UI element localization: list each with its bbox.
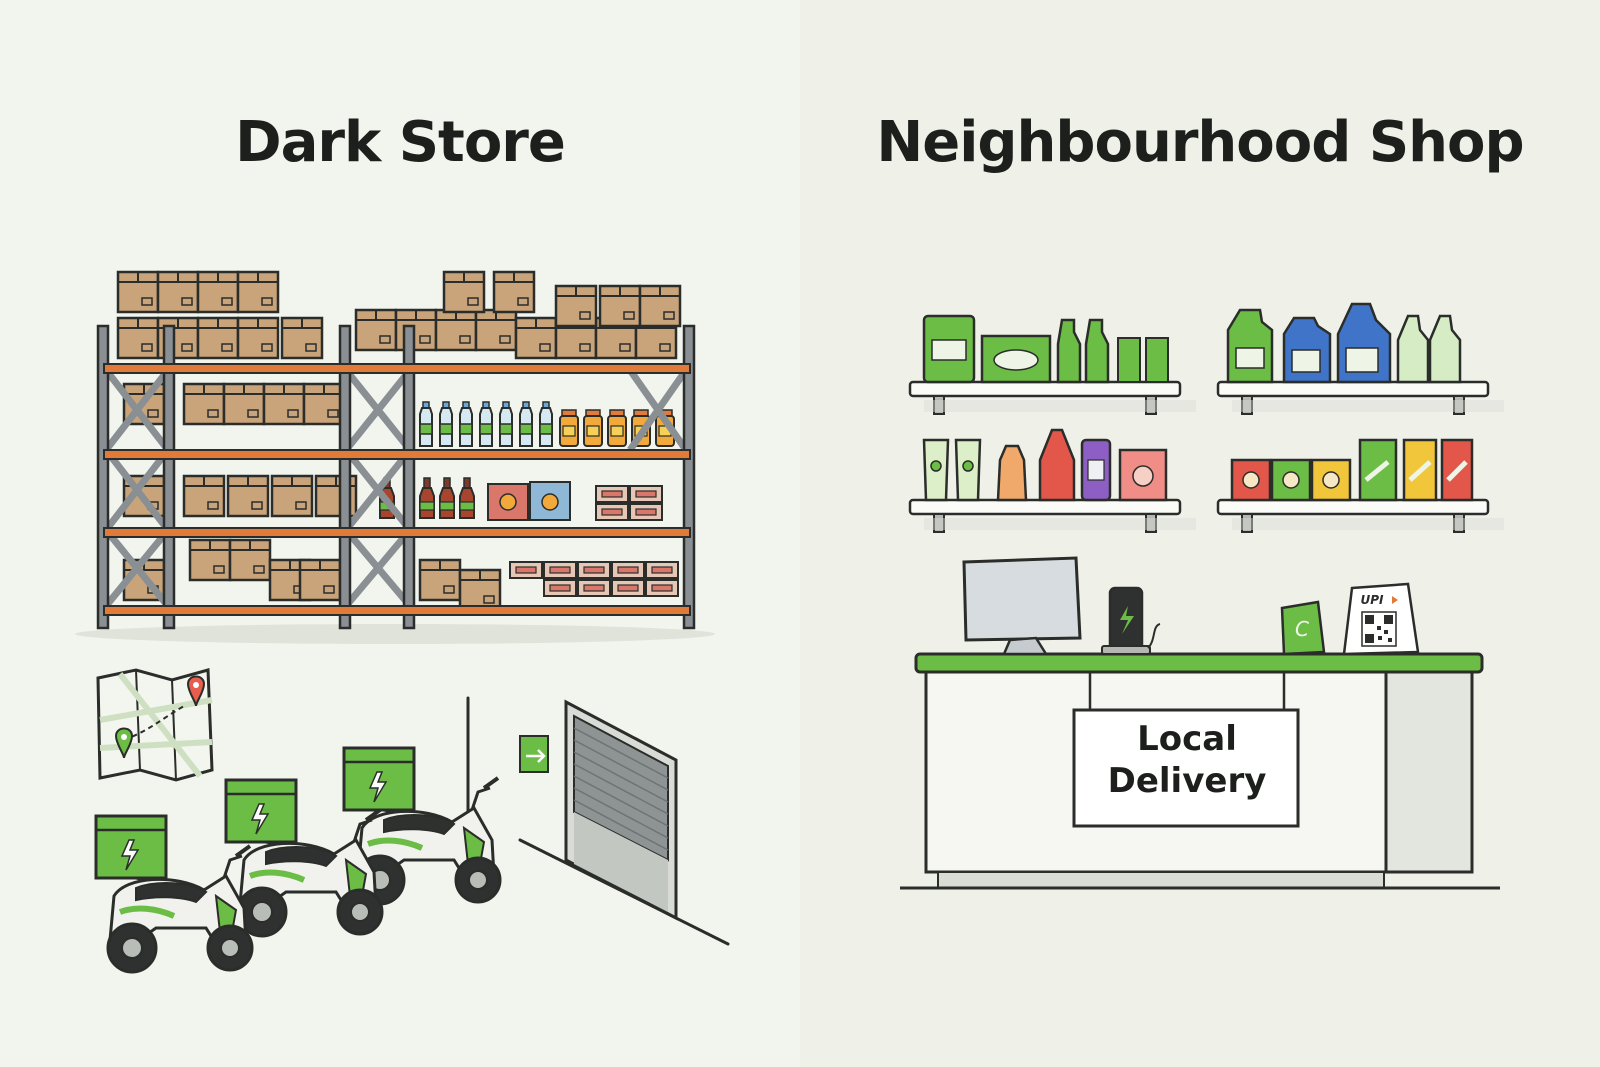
delivery-scooters xyxy=(96,748,500,972)
local-delivery-sign-text: Local Delivery xyxy=(1076,718,1298,802)
monitor-icon xyxy=(962,556,1082,656)
dark-store-title: Dark Store xyxy=(235,110,566,175)
qr-code-icon xyxy=(1361,611,1397,647)
card-reader: C xyxy=(1280,600,1326,656)
garage-door xyxy=(518,699,730,946)
upi-stand: UPI xyxy=(1342,582,1420,656)
local-delivery-sign xyxy=(1072,672,1300,828)
rack-bracing xyxy=(103,367,689,609)
rack-uprights xyxy=(96,324,696,630)
exit-sign-icon xyxy=(519,735,549,773)
sign-line-1: Local xyxy=(1137,719,1237,759)
neighbourhood-shop-title: Neighbourhood Shop xyxy=(876,110,1524,175)
packaged-goods xyxy=(509,561,679,597)
top-box-stack xyxy=(116,270,682,360)
svg-text:C: C xyxy=(1295,617,1309,641)
wall-shelves xyxy=(908,302,1506,534)
location-pin-icon xyxy=(114,675,206,759)
water-bottles xyxy=(419,401,553,447)
phone-charger-icon xyxy=(1101,586,1161,655)
sign-line-2: Delivery xyxy=(1107,761,1267,801)
warehouse-rack xyxy=(96,270,696,630)
upi-label: UPI xyxy=(1360,593,1384,607)
rack-beams xyxy=(103,363,691,616)
